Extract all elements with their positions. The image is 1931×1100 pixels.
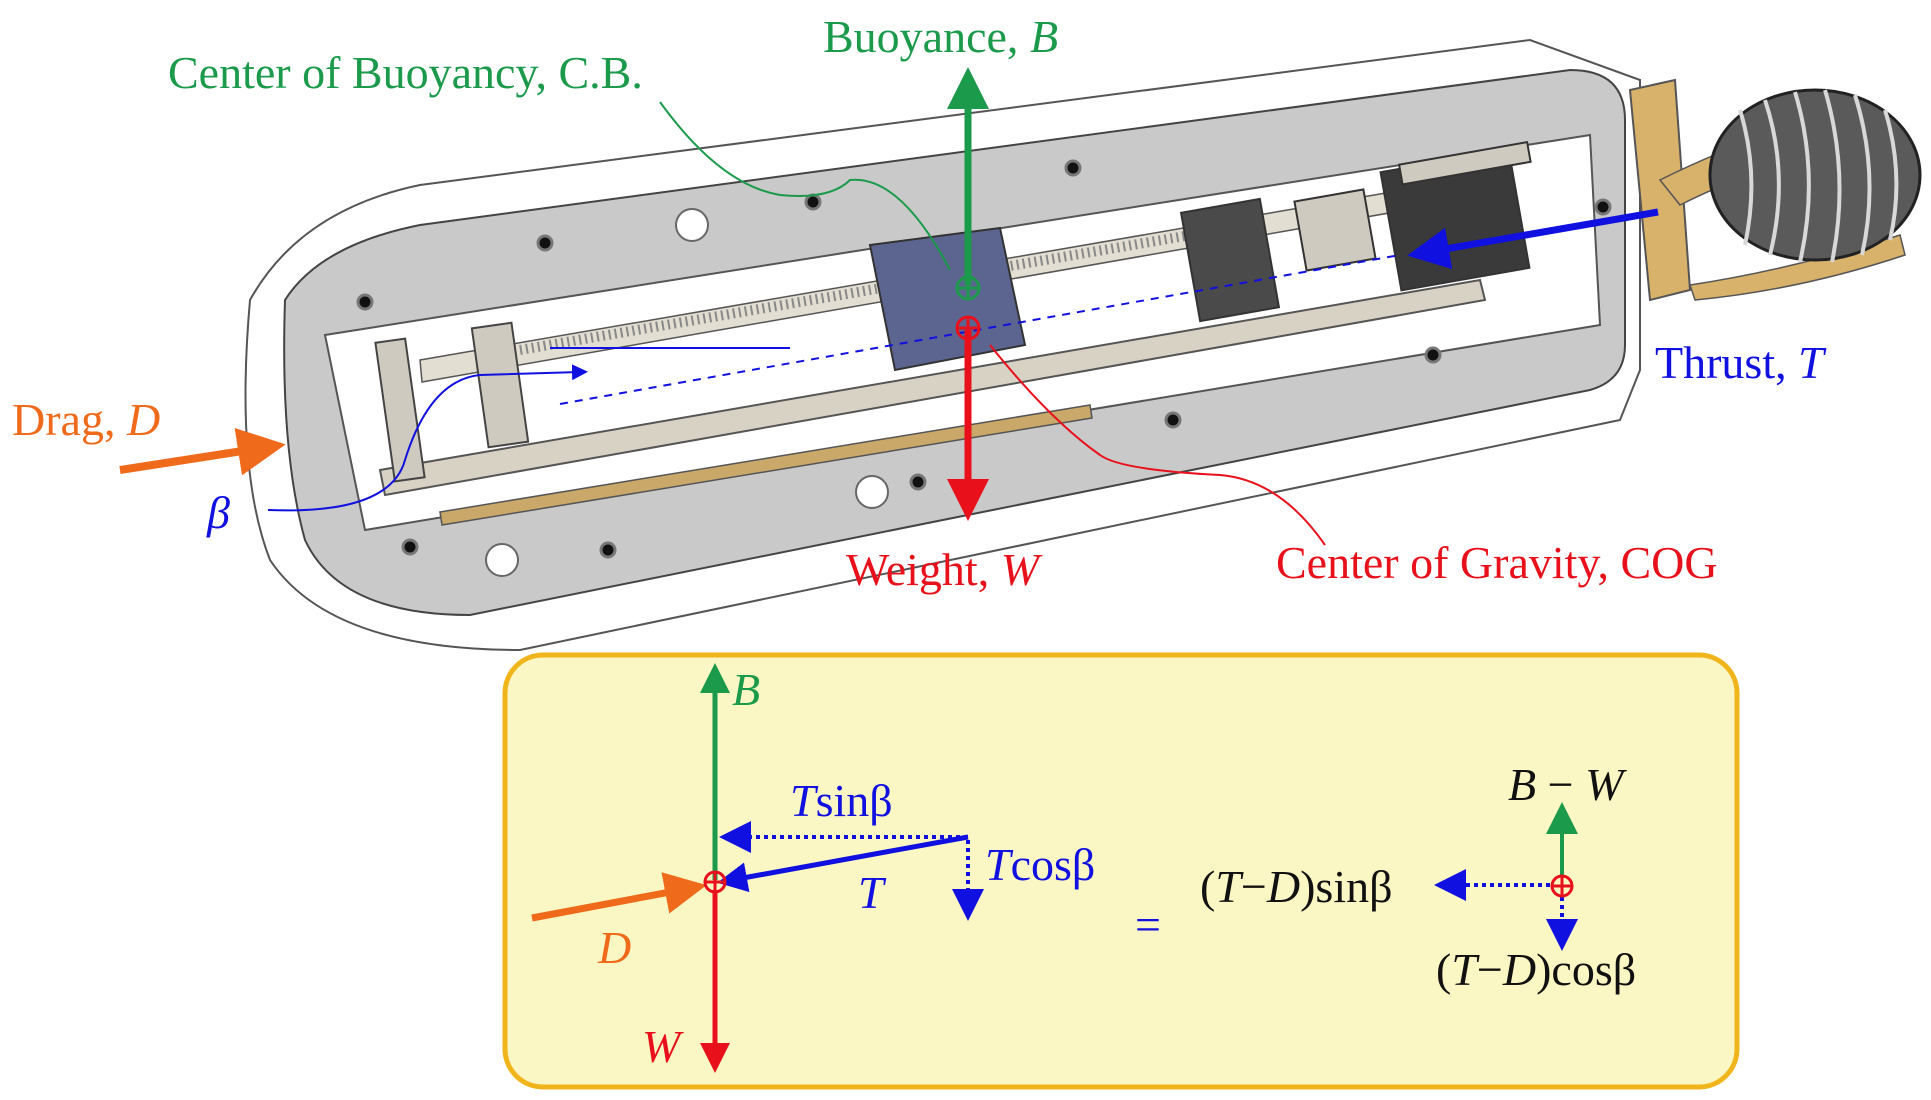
panel-tdcos-label: (T−D)cosβ bbox=[1436, 944, 1636, 995]
panel-bw-label: B − W bbox=[1508, 759, 1627, 810]
center-of-gravity-marker bbox=[955, 315, 981, 341]
panel-tsin-label: Tsinβ bbox=[790, 775, 893, 826]
panel-tdsin-label: (T−D)sinβ bbox=[1200, 861, 1393, 912]
beta-leader-line bbox=[267, 364, 588, 512]
glider-hull bbox=[244, 38, 1922, 652]
screw-threads bbox=[519, 225, 1221, 355]
force-decomposition-panel bbox=[502, 652, 1740, 1090]
beta-label: β bbox=[206, 487, 230, 538]
center-of-gravity-label: Center of Gravity, COG bbox=[1276, 537, 1718, 588]
lower-rail bbox=[378, 278, 1487, 497]
thruster-cage bbox=[1708, 88, 1922, 263]
panel-d-label: D bbox=[597, 922, 631, 973]
panel-cog-marker bbox=[703, 870, 727, 894]
drag-arrow bbox=[119, 427, 286, 476]
gold-rail bbox=[439, 404, 1093, 526]
ballast-block bbox=[868, 226, 1027, 372]
panel-w-label: W bbox=[642, 1021, 684, 1072]
thruster-mount bbox=[1628, 78, 1692, 302]
drag-label: Drag, D bbox=[12, 394, 160, 445]
panel-tcos-label: Tcosβ bbox=[985, 839, 1095, 890]
panel-t-label: T bbox=[858, 867, 887, 918]
cb-leader-line bbox=[659, 101, 951, 271]
center-of-buoyancy-label: Center of Buoyancy, C.B. bbox=[168, 47, 643, 98]
weight-label: Weight, W bbox=[846, 544, 1043, 595]
panel-equals-sign: = bbox=[1135, 899, 1161, 950]
panel-d-arrow bbox=[531, 872, 707, 922]
panel-t-arrow bbox=[717, 834, 969, 893]
cog-leader-line bbox=[989, 344, 1326, 546]
thrust-label: Thrust, T bbox=[1655, 337, 1827, 388]
center-of-buoyancy-marker bbox=[955, 275, 981, 301]
thrust-arrow bbox=[1407, 208, 1659, 270]
mounting-holes bbox=[356, 159, 1612, 559]
panel-b-label: B bbox=[732, 664, 760, 715]
left-end-bracket bbox=[374, 321, 530, 483]
large-holes bbox=[485, 208, 889, 577]
buoyancy-label: Buoyance, B bbox=[823, 11, 1058, 62]
panel-resultant-marker bbox=[1550, 874, 1574, 898]
